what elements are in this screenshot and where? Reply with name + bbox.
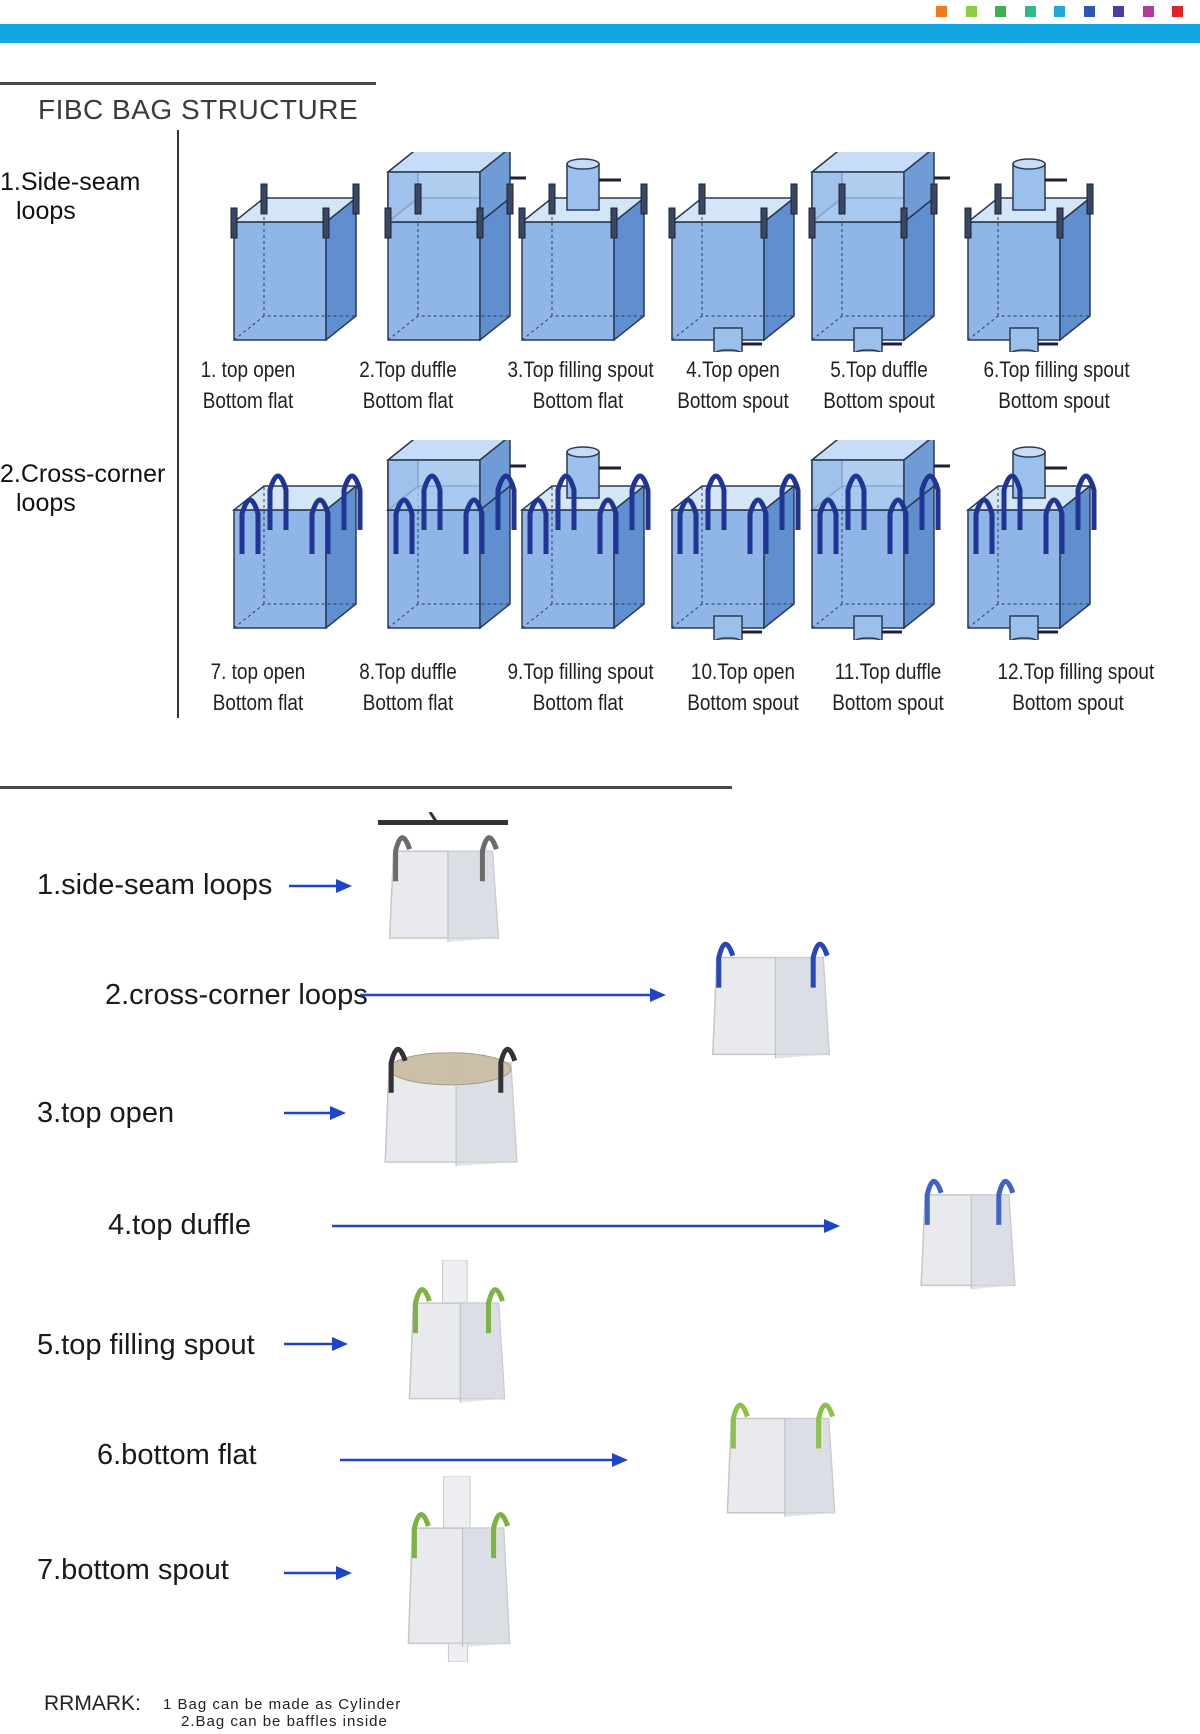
type-label-side-seam: 1.side-seam loops [37, 869, 273, 901]
remark-items: 1 Bag can be made as Cylinder 2.Bag can … [163, 1696, 401, 1730]
photo-top-open-bag [384, 1046, 518, 1166]
header-accent-bar [0, 24, 1200, 43]
arrow-icon [340, 1453, 628, 1467]
arrow-icon [284, 1106, 346, 1120]
remark: RRMARK: 1 Bag can be made as Cylinder 2.… [44, 1692, 400, 1730]
color-swatch [1024, 6, 1036, 17]
bag-diagram [519, 446, 651, 630]
row-label-line1: 1.Side-seam [0, 168, 141, 196]
bag-diagram [385, 440, 526, 630]
color-swatch [965, 6, 977, 17]
type-label-top-open: 3.top open [37, 1097, 175, 1129]
type-label-top-duffle: 4.top duffle [108, 1209, 251, 1241]
bag-diagram [669, 473, 801, 640]
type-label-top-filling-spout: 5.top filling spout [37, 1329, 255, 1361]
section-divider-rule [0, 786, 732, 789]
photo-top-filling-spout-bag [408, 1260, 506, 1403]
remark-item-2: 2.Bag can be baffles inside [181, 1713, 388, 1730]
row-label-side-seam: 1.Side-seam loops [0, 168, 140, 226]
arrow-icon [284, 1566, 352, 1580]
photo-side-seam-bag [378, 812, 508, 942]
arrow-icon [332, 1219, 840, 1233]
bag-diagram [808, 152, 950, 352]
row-label-line1: 2.Cross-corner [0, 460, 166, 488]
color-swatch [1172, 6, 1183, 17]
bag-diagram [518, 158, 648, 342]
remark-item-1: 1 Bag can be made as Cylinder [163, 1696, 402, 1713]
bag-diagram [230, 183, 360, 342]
type-label-bottom-spout: 7.bottom spout [37, 1554, 229, 1586]
bag-diagram [231, 473, 363, 630]
photo-bottom-flat-bag [726, 1402, 836, 1517]
bag-diagram [384, 152, 526, 342]
color-swatch [936, 6, 947, 17]
photo-bottom-spout-bag [407, 1476, 511, 1662]
color-swatch [1113, 6, 1124, 17]
section-title: FIBC BAG STRUCTURE [38, 94, 359, 125]
remark-label: RRMARK: [44, 1692, 141, 1715]
bag-diagram [809, 440, 950, 640]
type-label-cross-corner: 2.cross-corner loops [105, 979, 368, 1011]
color-swatch [1142, 6, 1154, 17]
arrow-icon [289, 879, 352, 893]
photo-cross-corner-bag [712, 941, 830, 1059]
type-label-bottom-flat: 6.bottom flat [97, 1439, 257, 1471]
row-label-line2: loops [16, 489, 76, 517]
color-swatch [1054, 6, 1065, 17]
arrow-icon [284, 1337, 348, 1351]
bag-diagram [964, 158, 1094, 352]
photo-top-duffle-bag [920, 1178, 1016, 1290]
section-title-rule [0, 82, 376, 85]
bag-diagram [965, 446, 1097, 640]
row-label-cross-corner: 2.Cross-corner loops [0, 460, 165, 518]
bag-diagram [668, 183, 798, 352]
row-label-line2: loops [16, 197, 76, 225]
color-swatch [1083, 6, 1095, 17]
color-swatch [995, 6, 1006, 17]
row-label-divider [177, 130, 179, 718]
arrow-icon [360, 988, 666, 1002]
